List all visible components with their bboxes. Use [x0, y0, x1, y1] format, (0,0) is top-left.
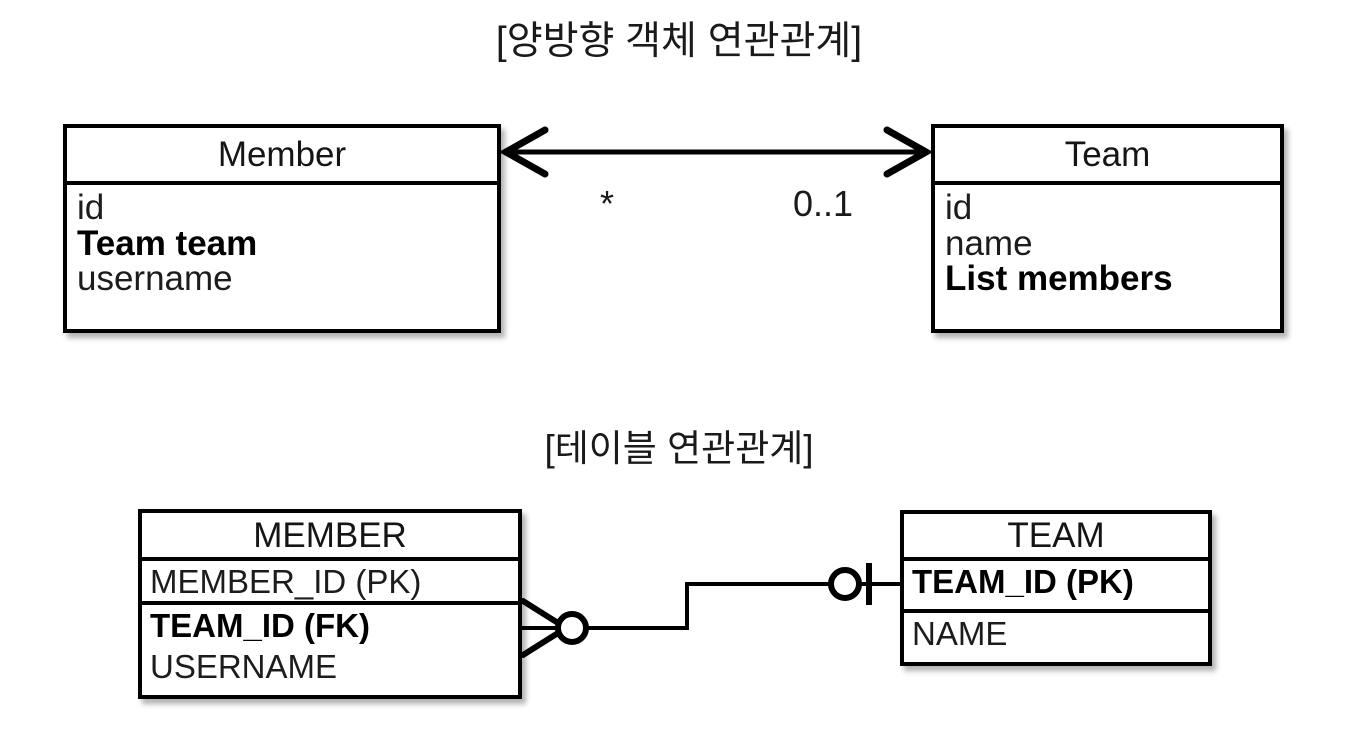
table-association-title: [테이블 연관관계]	[544, 428, 814, 469]
attribute-row: name	[945, 223, 1033, 263]
multiplicity-label-team-side: 0..1	[793, 183, 854, 224]
table-box-member-title: MEMBER	[253, 515, 407, 555]
object-association-title: [양방향 객체 연관관계]	[495, 20, 863, 63]
table-box-member-pk-compartment: MEMBER_ID (PK)	[142, 557, 518, 601]
class-box-team-title: Team	[1064, 135, 1151, 174]
table-box-member[interactable]: MEMBER MEMBER_ID (PK) TEAM_ID (FK) USERN…	[138, 509, 522, 699]
zero-optionality-circle-team-side	[828, 567, 862, 601]
column-row: NAME	[912, 615, 1008, 652]
class-box-team[interactable]: Team id name List members	[931, 124, 1284, 333]
column-row: USERNAME	[150, 648, 338, 686]
table-box-team-title: TEAM	[1007, 516, 1105, 555]
class-box-team-attributes: id name List members	[935, 181, 1280, 329]
class-box-member-title: Member	[217, 135, 347, 174]
attribute-row: Team team	[77, 223, 258, 263]
multiplicity-label-member-side: *	[600, 183, 615, 224]
column-row-primary-key: TEAM_ID (PK)	[912, 563, 1134, 600]
table-box-member-columns: TEAM_ID (FK) USERNAME	[142, 601, 518, 695]
column-row-primary-key: MEMBER_ID (PK)	[150, 563, 422, 600]
table-box-team[interactable]: TEAM TEAM_ID (PK) NAME	[900, 510, 1212, 666]
attribute-row: List members	[945, 259, 1173, 299]
attribute-row: id	[945, 188, 973, 227]
class-box-member[interactable]: Member id Team team username	[63, 124, 501, 333]
attribute-row: username	[77, 259, 233, 299]
column-row-foreign-key: TEAM_ID (FK)	[150, 607, 370, 644]
attribute-row: id	[77, 188, 105, 227]
crows-foot-many-symbol	[520, 598, 569, 658]
zero-optionality-circle-member-side	[555, 611, 589, 645]
table-box-team-pk-compartment: TEAM_ID (PK)	[904, 557, 1208, 609]
class-box-member-attributes: id Team team username	[67, 181, 497, 329]
table-box-team-columns: NAME	[904, 609, 1208, 662]
